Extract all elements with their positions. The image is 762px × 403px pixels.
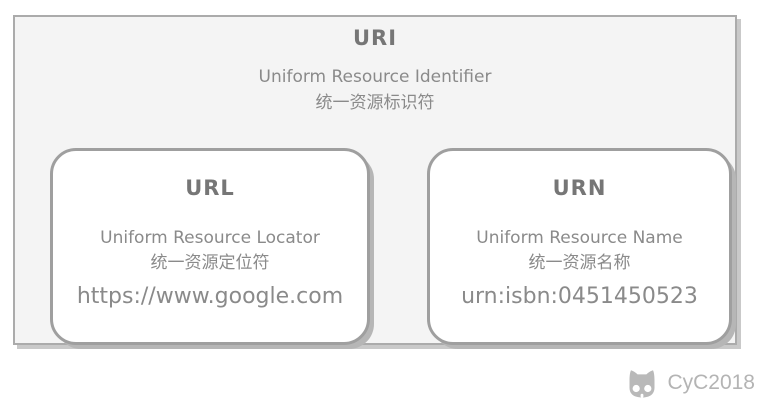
watermark: CyC2018 (623, 368, 755, 398)
urn-example: urn:isbn:0451450523 (461, 284, 698, 309)
urn-title: URN (552, 176, 607, 200)
urn-name-english: Uniform Resource Name (476, 228, 683, 248)
watermark-label: CyC2018 (667, 371, 755, 394)
url-name-chinese: 统一资源定位符 (150, 253, 270, 273)
uri-subtitle-chinese: 统一资源标识符 (315, 93, 435, 113)
url-name-english: Uniform Resource Locator (100, 228, 320, 248)
url-title: URL (185, 176, 235, 200)
urn-box: URN Uniform Resource Name 统一资源名称 urn:isb… (427, 148, 732, 345)
uri-container-box: URI Uniform Resource Identifier 统一资源标识符 … (13, 15, 737, 345)
urn-name-chinese: 统一资源名称 (528, 253, 631, 273)
cat-logo-icon (623, 368, 661, 398)
url-box: URL Uniform Resource Locator 统一资源定位符 htt… (50, 148, 370, 345)
uri-subtitle-english: Uniform Resource Identifier (258, 67, 492, 87)
uri-title: URI (352, 26, 398, 50)
url-example: https://www.google.com (76, 284, 344, 309)
